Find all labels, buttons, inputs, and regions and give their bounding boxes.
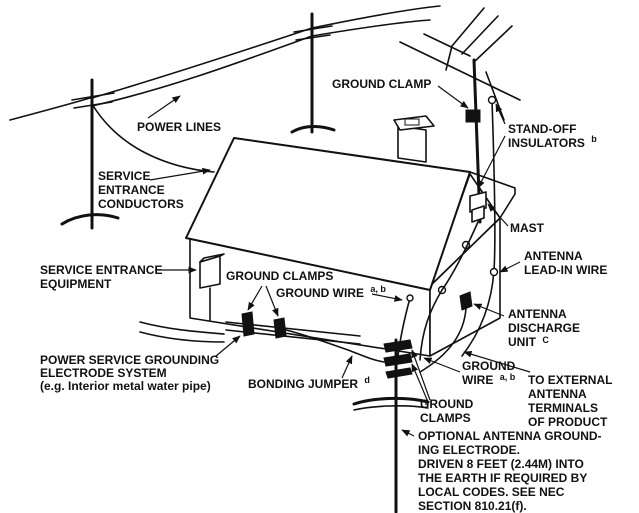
arrow-grounding-electrode [215,335,241,357]
ground-clamp-mast [465,109,481,123]
arrow-bonding-jumper [341,355,353,379]
right-pole-ground [290,125,336,134]
label-to-external-terminals: TO EXTERNAL ANTENNA TERMINALS OF PRODUCT [528,373,616,429]
label-bonding-jumper: BONDING JUMPER d [248,375,370,391]
ground-clamp-rod [385,367,413,379]
roof-eave [469,171,516,219]
arrow-ground-clamp-mast [437,85,469,109]
power-lines [9,5,441,173]
label-standoff-insulators: STAND-OFF INSULATORS b [508,122,597,150]
label-ground-wire-right: GROUND WIRE a, b [462,359,519,387]
mast [465,58,487,224]
arrow-power-lines [147,95,181,119]
label-power-service-grounding-note: (e.g. Interior metal water pipe) [40,379,211,393]
chimney-top [393,115,435,131]
label-ground-clamp: GROUND CLAMP [332,77,431,91]
arrow-mast [487,203,509,227]
leader-arrows [147,85,531,437]
label-power-lines: POWER LINES [137,120,221,134]
label-ground-clamps-top: GROUND CLAMPS [226,269,333,283]
standoff-insulator [489,267,499,277]
label-ground-wire-top: GROUND WIRE a, b [276,284,386,300]
service-drop [91,103,215,173]
arrow-ground-clamps-1 [411,349,431,401]
label-optional-electrode: OPTIONAL ANTENNA GROUND- ING ELECTRODE. … [418,429,605,513]
antenna-discharge-unit [459,291,473,311]
arrow-ground-clamp-2 [265,285,279,317]
standoff-insulator [487,95,497,105]
arrow-standoff-2 [477,135,506,189]
pipe-ground-clamp [241,311,255,337]
ground-clamp-rod [383,353,413,367]
ground-clamp-rod [383,339,413,353]
arrow-optional-electrode [401,429,415,437]
ground-electrode [352,338,430,513]
label-power-service-grounding: POWER SERVICE GROUNDING ELECTRODE SYSTEM [40,353,222,380]
pipe-ground-clamp [273,317,287,339]
arrow-ground-wire-top [371,293,403,302]
ground-surface [352,396,430,406]
bonding-jumper [285,329,385,363]
right-pole-crossarm [293,25,333,33]
label-mast: MAST [510,221,545,235]
labels: POWER LINES SERVICE ENTRANCE CONDUCTORS … [40,77,616,513]
arrow-leadin [499,261,521,273]
left-pole-ground [60,213,120,226]
arrow-service-conductors [149,167,211,181]
house [185,115,516,357]
water-pipe [139,311,385,363]
chimney [397,125,427,163]
antenna [399,7,521,121]
antenna-boom [399,41,521,101]
service-entrance-box [199,253,225,321]
ground-wire-house [397,294,414,357]
arrow-standoff-1 [495,103,506,125]
arrow-to-external [463,350,531,373]
arrow-ground-clamp-1 [247,285,263,311]
arrow-ground-wire-right [423,357,461,373]
label-antenna-leadin-wire: ANTENNA LEAD-IN WIRE [524,249,607,277]
label-service-entrance-equipment: SERVICE ENTRANCE EQUIPMENT [40,263,166,291]
label-service-entrance-conductors: SERVICE ENTRANCE CONDUCTORS [98,169,184,211]
label-antenna-discharge-unit: ANTENNA DISCHARGE UNIT C [508,307,583,349]
label-ground-clamps-bottom: GROUND CLAMPS [420,397,477,425]
arrow-ground-clamps-2 [411,363,429,403]
lead-in-wire [419,95,499,373]
arrow-discharge-unit [473,303,505,317]
